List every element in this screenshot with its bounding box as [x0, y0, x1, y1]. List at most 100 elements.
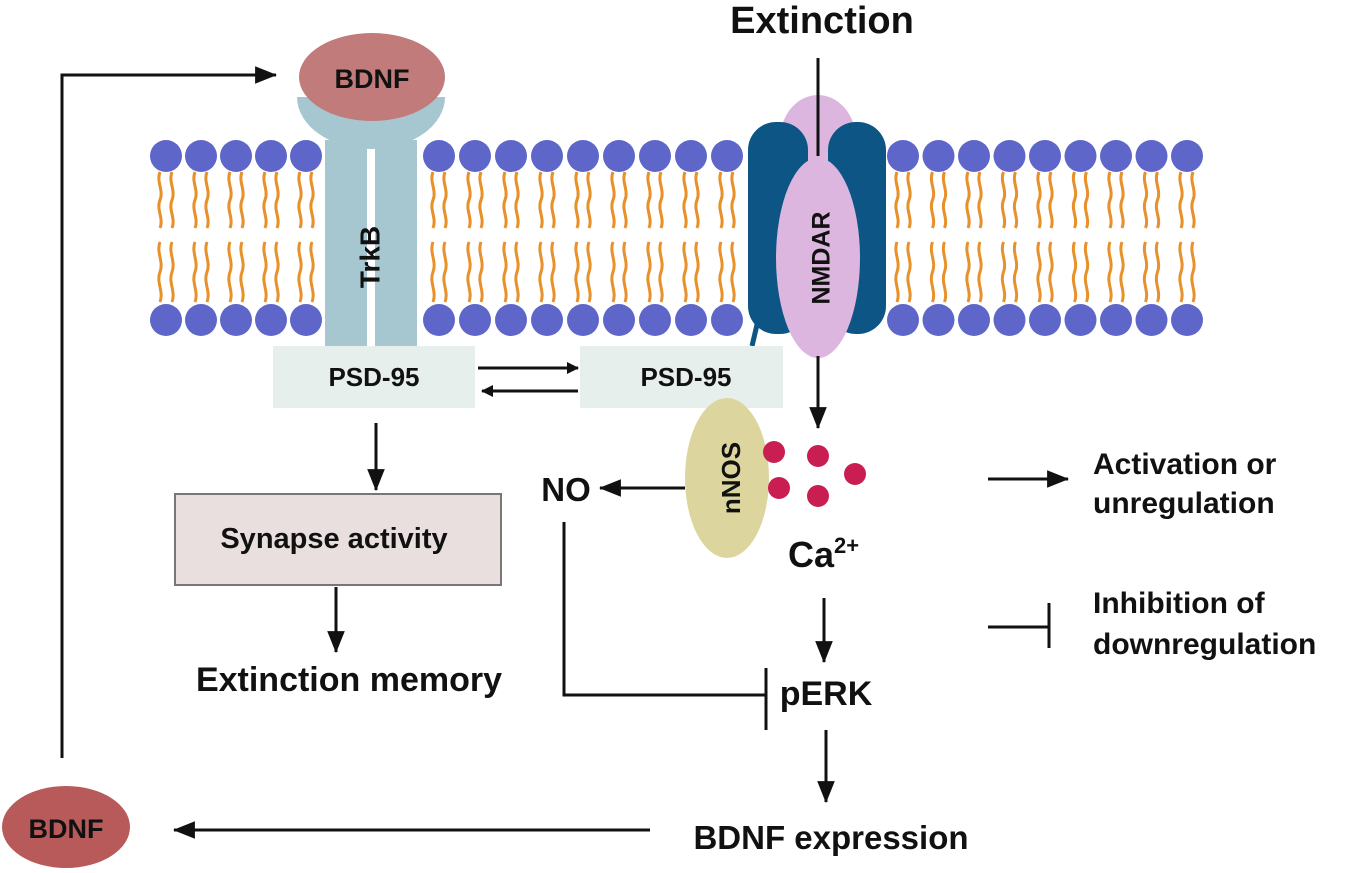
lipid-tail [906, 241, 912, 303]
lipid-head [922, 304, 955, 336]
bdnf-top-label: BDNF [335, 64, 410, 94]
lipid-head [993, 140, 1026, 172]
lipid-head [711, 140, 743, 172]
lipid-tail [586, 171, 592, 229]
calcium-ions [763, 441, 866, 507]
lipid-tail [478, 241, 484, 303]
legend-inhibition-line1: Inhibition of [1093, 587, 1266, 620]
lipid-head [495, 304, 527, 336]
lipid-head [531, 304, 563, 336]
lipid-tail [574, 241, 580, 303]
lipid-tail [1119, 241, 1125, 303]
lipid-tail [965, 171, 971, 229]
lipid-tail [309, 241, 315, 303]
synapse-activity-label: Synapse activity [220, 523, 447, 555]
lipid-tail [157, 171, 163, 229]
lipid-tail [646, 241, 652, 303]
lipid-tail [169, 241, 175, 303]
lipid-tail [1142, 241, 1149, 303]
lipid-tail [658, 241, 664, 303]
lipid-head [887, 304, 919, 336]
lipid-tail [894, 171, 900, 229]
trkb-left-column [325, 140, 367, 350]
legend-activation-line2: unregulation [1093, 487, 1275, 520]
lipid-tail [514, 241, 520, 303]
lipid-tail [574, 171, 580, 229]
lipid-tail [1071, 171, 1078, 229]
extinction-memory-label: Extinction memory [196, 661, 502, 699]
lipid-tail [977, 171, 983, 229]
lipid-head [185, 304, 217, 336]
calcium-label-superscript: 2+ [834, 533, 859, 558]
calcium-ion [844, 463, 866, 485]
lipid-head [255, 304, 287, 336]
lipid-tail [929, 241, 936, 303]
lipid-tail [1107, 171, 1113, 229]
bdnf-top-ellipse [299, 33, 445, 121]
lipid-tail [610, 171, 616, 229]
calcium-ion [807, 485, 829, 507]
lipid-bilayer-membrane [150, 140, 1203, 336]
nmdar-label: NMDAR [808, 211, 836, 304]
lipid-tail [514, 171, 520, 229]
calcium-ion [763, 441, 785, 463]
lipid-tail [274, 241, 280, 303]
lipid-tail [610, 241, 616, 303]
lipid-head [1135, 140, 1168, 172]
lipid-head [255, 140, 287, 172]
psd95-right-label: PSD-95 [640, 362, 731, 392]
synapse-activity-box [174, 493, 502, 586]
lipid-head [1171, 304, 1203, 336]
nmdar-channel [776, 158, 860, 358]
trkb-gap [367, 150, 375, 350]
lipid-tail [1083, 171, 1090, 229]
lipid-head [1100, 140, 1132, 172]
lipid-tail [430, 241, 436, 303]
lipid-tail [1036, 171, 1042, 229]
lipid-tail [538, 241, 544, 303]
lipid-tail [502, 171, 508, 229]
legend: Activation or unregulation Inhibition of… [988, 448, 1316, 661]
lipid-tail [169, 171, 175, 229]
lipid-tail [297, 171, 303, 229]
lipid-tail [622, 171, 628, 229]
lipid-tail [906, 171, 912, 229]
extinction-label: Extinction [730, 0, 914, 42]
lipid-tail [1190, 171, 1196, 229]
bdnf-expression-label: BDNF expression [693, 819, 968, 856]
legend-inhibition-line2: downregulation [1093, 628, 1316, 661]
bdnf-feedback-loop-arrow [60, 66, 278, 758]
lipid-head [423, 140, 455, 172]
nmdar-psd95-link [749, 311, 763, 347]
lipid-tail [274, 171, 280, 229]
lipid-head [290, 140, 322, 172]
lipid-tail [682, 241, 688, 303]
lipid-tail [894, 241, 900, 303]
lipid-head [459, 304, 491, 336]
no-label: NO [541, 471, 591, 508]
bdnf-bottom-label: BDNF [29, 814, 104, 844]
lipid-tail [466, 241, 472, 303]
lipid-tail [297, 241, 303, 303]
lipid-tail [1000, 241, 1007, 303]
lipid-head [958, 304, 990, 336]
lipid-tail [718, 171, 724, 229]
lipid-tail [430, 171, 436, 229]
lipid-head [459, 140, 491, 172]
lipid-head [675, 140, 707, 172]
lipid-head [531, 140, 563, 172]
lipid-tail [730, 241, 736, 303]
lipid-head [675, 304, 707, 336]
lipid-tail [204, 241, 210, 303]
lipid-tail [1154, 241, 1161, 303]
bdnf-bottom-ellipse [2, 786, 130, 868]
lipid-tail [730, 171, 736, 229]
lipid-tail [478, 171, 484, 229]
lipid-tail [192, 171, 198, 229]
lipid-head [1064, 140, 1097, 172]
lipid-tail [658, 171, 664, 229]
no-inhibits-perk-line [562, 522, 766, 697]
lipid-tail [204, 171, 210, 229]
lipid-head [1029, 304, 1061, 336]
lipid-tail [309, 171, 315, 229]
